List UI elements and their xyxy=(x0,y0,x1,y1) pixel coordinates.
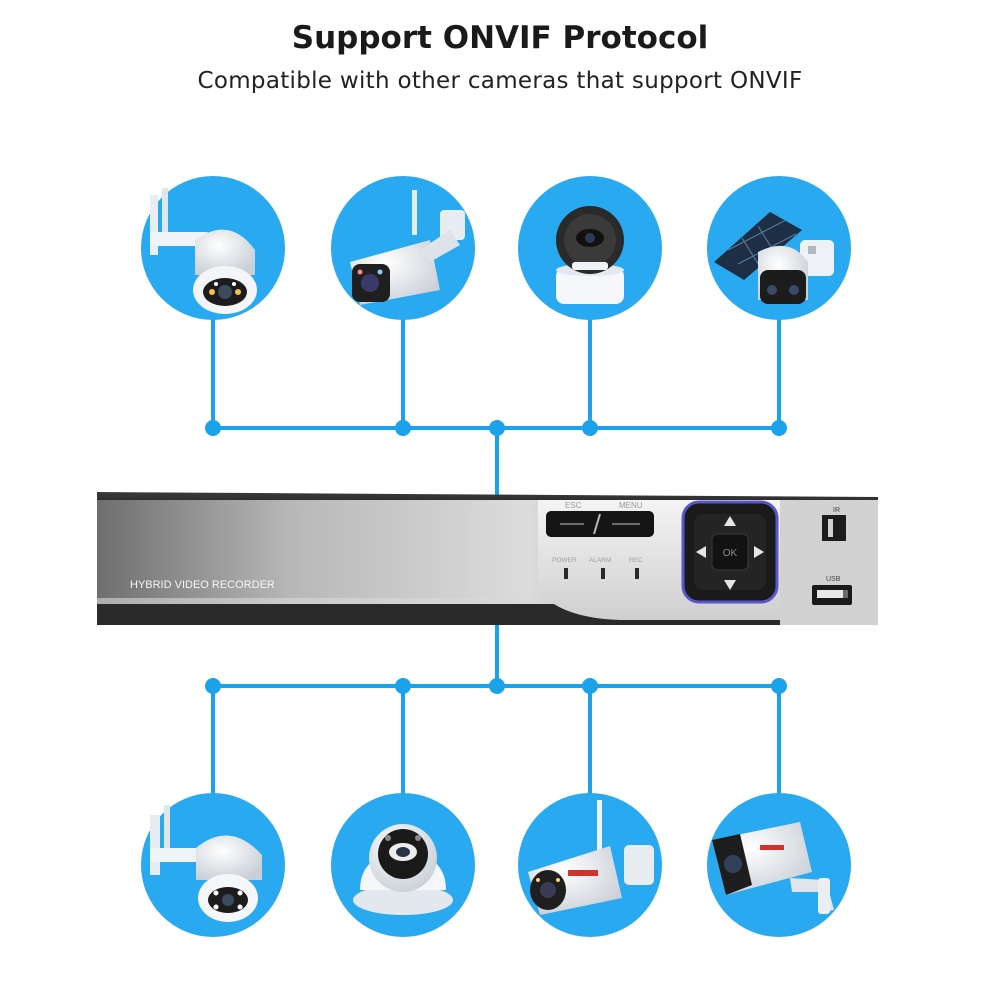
solar-4g-camera-icon xyxy=(714,212,834,304)
alarm-led xyxy=(601,568,605,579)
camera-bottom-1 xyxy=(141,793,285,937)
hybrid-video-recorder: HYBRID VIDEO RECORDER ESC MENU POWER ALA… xyxy=(97,492,878,625)
turret-dome-camera-icon xyxy=(353,824,453,915)
ir-label: IR xyxy=(833,507,840,514)
nvr-model-label: HYBRID VIDEO RECORDER xyxy=(130,579,275,591)
arrow-down-icon[interactable] xyxy=(724,580,736,590)
camera-bottom-3 xyxy=(518,793,662,937)
camera-top-4 xyxy=(707,176,851,320)
rec-led xyxy=(635,568,639,579)
camera-top-1 xyxy=(141,176,285,320)
led-label-alarm: ALARM xyxy=(589,557,611,564)
camera-top-3 xyxy=(518,176,662,320)
usb-port[interactable] xyxy=(812,585,852,605)
ptz-dome-camera-icon xyxy=(150,805,262,922)
esc-menu-button-bar[interactable]: ESC MENU xyxy=(546,501,654,537)
navigation-pad[interactable]: OK xyxy=(681,500,779,604)
page-subtitle: Compatible with other cameras that suppo… xyxy=(197,68,803,94)
wifi-bullet-camera-icon xyxy=(528,800,654,915)
arrow-right-icon[interactable] xyxy=(754,546,764,558)
arrow-up-icon[interactable] xyxy=(724,516,736,526)
indoor-pan-tilt-camera-icon xyxy=(556,206,624,304)
ir-receiver xyxy=(822,515,846,541)
ptz-dome-camera-icon xyxy=(150,188,257,314)
connector-nodes xyxy=(205,420,787,694)
page-title: Support ONVIF Protocol xyxy=(291,20,709,56)
esc-label: ESC xyxy=(565,501,582,510)
led-label-power: POWER xyxy=(552,557,577,564)
power-led xyxy=(564,568,568,579)
status-leds: POWER ALARM REC xyxy=(552,557,643,579)
camera-bottom-4 xyxy=(707,793,851,937)
ok-button[interactable] xyxy=(711,533,749,571)
camera-top-2 xyxy=(331,176,475,320)
arrow-left-icon[interactable] xyxy=(696,546,706,558)
ok-label: OK xyxy=(723,548,738,559)
led-label-rec: REC xyxy=(629,557,643,564)
usb-label: USB xyxy=(826,576,841,583)
wifi-bullet-camera-icon xyxy=(350,190,465,305)
menu-label: MENU xyxy=(619,501,643,510)
box-bullet-camera-icon xyxy=(712,822,834,914)
camera-bottom-2 xyxy=(331,793,475,937)
